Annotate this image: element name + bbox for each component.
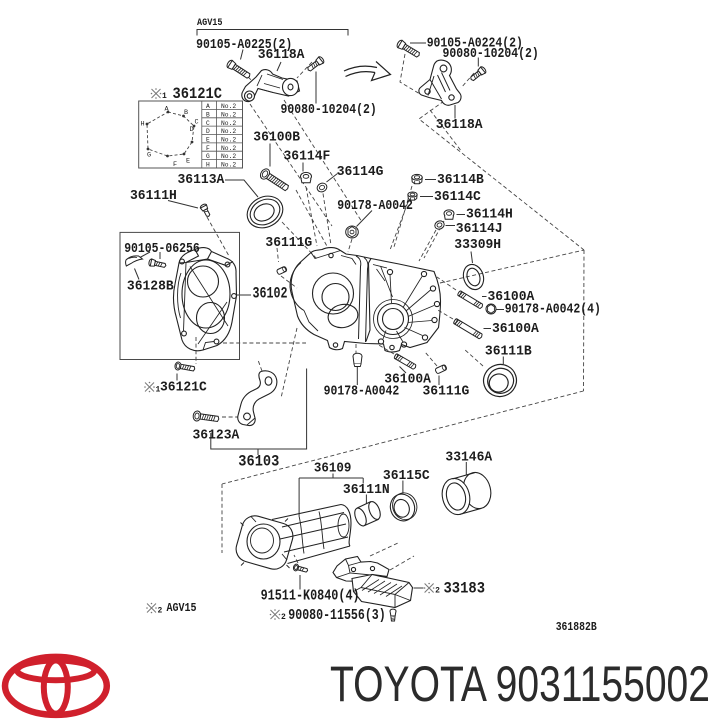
svg-text:33146A: 33146A	[445, 450, 492, 466]
svg-text:36111G: 36111G	[265, 235, 312, 251]
svg-text:36111G: 36111G	[423, 384, 470, 400]
svg-text:36114B: 36114B	[437, 172, 484, 188]
svg-text:36114F: 36114F	[284, 149, 331, 165]
svg-text:36111B: 36111B	[485, 344, 532, 360]
svg-text:36114G: 36114G	[337, 164, 384, 180]
svg-text:No.2: No.2	[221, 145, 236, 152]
svg-text:36100A: 36100A	[492, 321, 539, 337]
svg-text:90080-10204(2): 90080-10204(2)	[443, 47, 539, 62]
svg-text:B: B	[206, 111, 210, 118]
svg-text:H: H	[141, 121, 145, 129]
svg-text:36100B: 36100B	[253, 130, 300, 146]
svg-text:No.2: No.2	[221, 137, 236, 144]
svg-text:No.2: No.2	[221, 111, 236, 118]
svg-text:E: E	[186, 158, 190, 166]
svg-text:G: G	[206, 153, 210, 160]
svg-text:D: D	[206, 128, 210, 135]
svg-text:C: C	[206, 120, 210, 127]
svg-text:36100A: 36100A	[384, 372, 431, 388]
svg-text:C: C	[195, 119, 199, 127]
svg-text:90105-06256: 90105-06256	[124, 242, 200, 257]
svg-text:33183: 33183	[444, 580, 486, 598]
svg-text:36114C: 36114C	[434, 189, 481, 205]
svg-text:No.2: No.2	[221, 153, 236, 160]
svg-text:2: 2	[435, 587, 440, 596]
svg-text:90105-A0225(2): 90105-A0225(2)	[196, 38, 292, 53]
svg-text:No.2: No.2	[221, 162, 236, 169]
svg-text:36128B: 36128B	[127, 279, 174, 295]
svg-text:361882B: 361882B	[556, 620, 597, 634]
svg-text:No.2: No.2	[221, 103, 236, 110]
svg-text:TOYOTA 9031155002: TOYOTA 9031155002	[330, 656, 710, 712]
svg-text:AGV15: AGV15	[167, 601, 197, 615]
svg-text:F: F	[173, 161, 177, 169]
svg-text:1: 1	[156, 386, 161, 395]
svg-text:E: E	[206, 137, 210, 144]
svg-text:AGV15: AGV15	[197, 18, 223, 29]
svg-text:90080-10204(2): 90080-10204(2)	[281, 103, 377, 118]
svg-text:91511-K0840(4): 91511-K0840(4)	[261, 589, 360, 605]
svg-text:90105-A0224(2): 90105-A0224(2)	[427, 37, 523, 52]
svg-text:36114J: 36114J	[456, 221, 503, 237]
svg-text:36111H: 36111H	[130, 188, 177, 204]
svg-text:No.2: No.2	[221, 120, 236, 127]
svg-text:H: H	[206, 162, 210, 169]
svg-text:36113A: 36113A	[178, 172, 225, 188]
svg-text:1: 1	[162, 92, 167, 101]
svg-text:36123A: 36123A	[193, 428, 240, 444]
svg-text:90178-A0042: 90178-A0042	[324, 384, 400, 399]
svg-text:36118A: 36118A	[258, 47, 305, 63]
svg-text:B: B	[184, 109, 188, 117]
svg-text:F: F	[206, 145, 210, 152]
svg-text:90080-11556(3): 90080-11556(3)	[288, 608, 385, 624]
svg-text:90178-A0042(4): 90178-A0042(4)	[505, 303, 601, 318]
svg-text:No.2: No.2	[221, 128, 236, 135]
svg-text:2: 2	[158, 607, 163, 616]
svg-text:36115C: 36115C	[383, 468, 430, 484]
svg-text:36109: 36109	[314, 461, 352, 477]
svg-text:36100A: 36100A	[488, 289, 535, 305]
svg-text:36121C: 36121C	[160, 380, 207, 396]
svg-text:33309H: 33309H	[454, 237, 501, 253]
svg-text:2: 2	[281, 613, 286, 622]
svg-text:36121C: 36121C	[173, 85, 223, 103]
svg-text:90178-A0042: 90178-A0042	[337, 199, 413, 214]
svg-text:36114H: 36114H	[466, 207, 513, 223]
svg-text:36111N: 36111N	[343, 482, 390, 498]
svg-text:D: D	[190, 126, 194, 134]
svg-text:A: A	[206, 103, 210, 110]
svg-text:36118A: 36118A	[436, 117, 483, 133]
svg-text:A: A	[165, 106, 170, 114]
svg-text:36103: 36103	[238, 452, 279, 470]
svg-text:G: G	[147, 152, 151, 160]
svg-text:36102: 36102	[253, 285, 288, 303]
